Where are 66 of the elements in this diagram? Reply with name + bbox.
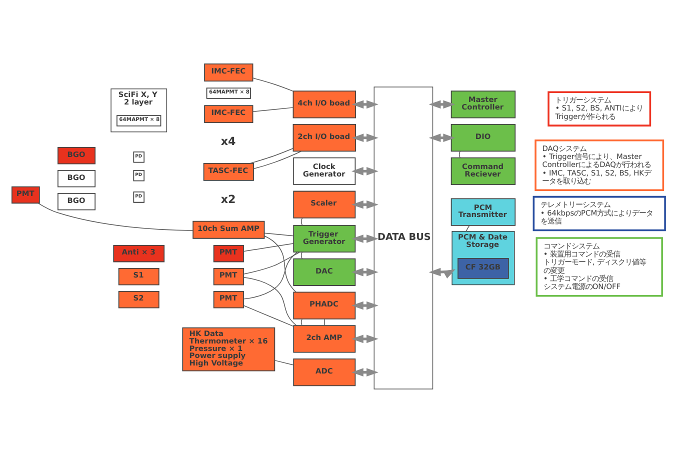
connector [300, 252, 302, 258]
node-box: IMC-FEC [204, 63, 254, 81]
connector [243, 304, 294, 326]
connector [458, 150, 460, 158]
connector [300, 318, 302, 326]
node-box: 4ch I/O boad [292, 90, 356, 118]
arrow [351, 300, 378, 310]
connector [324, 318, 325, 326]
connector [243, 276, 297, 326]
node-box: HK Data Thermometer × 16 Pressure × 1 Power supply High Voltage [182, 326, 276, 371]
node-box: DIO [450, 124, 516, 152]
node-box: PMT [213, 290, 244, 308]
node-box: IMC-FEC [204, 104, 254, 123]
node-box: コマンドシステム • 装置用コマンドの受信 トリガーモード, ディスクリ値等の変更 • 工学コマンドの受信 システム電源のON/OFF [536, 236, 663, 296]
node-box: CF 32GB [458, 257, 509, 278]
label: x4 [220, 134, 236, 148]
node-box: トリガーシステム • S1, S2, BS, ANTIによりTriggerが作られる [548, 90, 652, 126]
connector [243, 251, 300, 274]
node-box: TASC-FEC [203, 162, 254, 180]
node-box: ADC [293, 358, 356, 386]
node-box: PMT [12, 186, 40, 204]
arrow [351, 334, 378, 343]
connector [252, 77, 294, 92]
connector [252, 106, 294, 112]
node-box: PCM Transmitter [450, 198, 516, 226]
node-box: 2ch I/O boad [292, 124, 356, 152]
connector [250, 148, 294, 164]
node-box: Scaler [293, 190, 356, 218]
arrow [428, 100, 456, 108]
connector [264, 235, 296, 292]
connector [264, 232, 294, 236]
node-box: 2ch AMP [293, 324, 356, 352]
connector [274, 360, 294, 365]
node-box: BGO [58, 170, 96, 187]
node-box: S1 [118, 267, 160, 285]
arrow [351, 200, 378, 208]
node-box: PMT [213, 244, 244, 262]
arrow [351, 234, 378, 242]
node-box: DAC [293, 258, 356, 286]
arrow [351, 166, 378, 175]
node-box: Master Controller [450, 90, 516, 118]
node-box: Anti × 3 [113, 244, 165, 262]
node-box: DAQシステム • Trigger信号により、Master ControllerによるDAQが行われる • IMC, TASC, S1, S2, BS, HKデータを取り込む [534, 139, 664, 191]
connector [300, 217, 303, 225]
node-box: 10ch Sum AMP [192, 220, 265, 238]
node-box: S2 [118, 290, 160, 308]
node-box: テレメトリーシステム • 64kbpsのPCM方式によりデータを送信 [532, 195, 666, 231]
arrow [351, 368, 378, 376]
arrow [352, 133, 378, 142]
node-box: Clock Generator [293, 156, 356, 185]
connector [243, 251, 298, 299]
node-box: Trigger Generator [293, 224, 356, 252]
connector [253, 150, 302, 169]
arrow [351, 267, 378, 276]
node-box: PHADC [293, 291, 356, 319]
node-box: Command Reciever [450, 156, 516, 185]
connector [243, 242, 294, 252]
arrow [352, 100, 378, 108]
connector [38, 202, 194, 230]
arrow [428, 133, 456, 142]
arrow [428, 267, 456, 278]
node-box: BGO [58, 192, 96, 210]
node-box: BGO [58, 146, 96, 164]
connector [466, 224, 470, 232]
node-box: PMT [213, 267, 244, 285]
label: x2 [220, 192, 236, 206]
